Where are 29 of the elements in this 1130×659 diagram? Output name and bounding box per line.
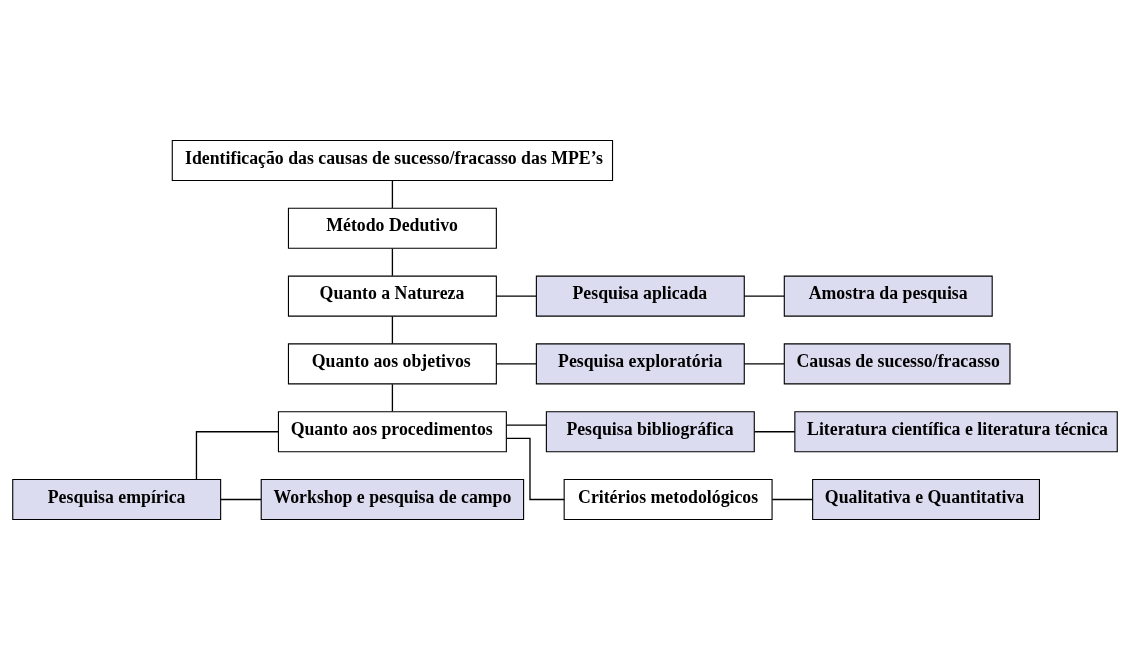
connector xyxy=(495,362,537,365)
node-box: Pesquisa aplicada xyxy=(535,275,745,317)
connector xyxy=(506,423,547,426)
node-box: Critérios metodológicos xyxy=(563,478,773,520)
connector xyxy=(754,430,796,432)
node-box: Pesquisa exploratória xyxy=(535,342,745,384)
connector xyxy=(391,383,394,412)
connector xyxy=(391,315,394,344)
node-box: Qualitativa e Quantitativa xyxy=(812,478,1040,520)
node-box: Quanto a Natureza xyxy=(287,275,497,317)
node-box: Quanto aos objetivos xyxy=(287,342,497,384)
connector xyxy=(743,294,785,297)
node-box: Causas de sucesso/fracasso xyxy=(783,342,1011,384)
node-box: Amostra da pesquisa xyxy=(783,275,993,317)
connector xyxy=(495,294,537,297)
node-box: Quanto aos procedimentos xyxy=(277,410,507,452)
node-box: Workshop e pesquisa de campo xyxy=(260,478,525,520)
connector xyxy=(195,430,280,480)
connector xyxy=(220,498,262,500)
node-box: Método Dedutivo xyxy=(287,207,497,249)
node-box: Identificação das causas de sucesso/fracasso das MPE’s xyxy=(171,139,614,181)
node-box: Pesquisa bibliográfica xyxy=(545,410,755,452)
connector xyxy=(771,498,814,500)
connector xyxy=(505,437,565,500)
node-box: Literatura científica e literatura técnica xyxy=(794,410,1118,452)
connector xyxy=(391,179,394,209)
node-box: Pesquisa empírica xyxy=(12,478,222,520)
connector xyxy=(391,247,394,276)
connector xyxy=(743,362,785,365)
